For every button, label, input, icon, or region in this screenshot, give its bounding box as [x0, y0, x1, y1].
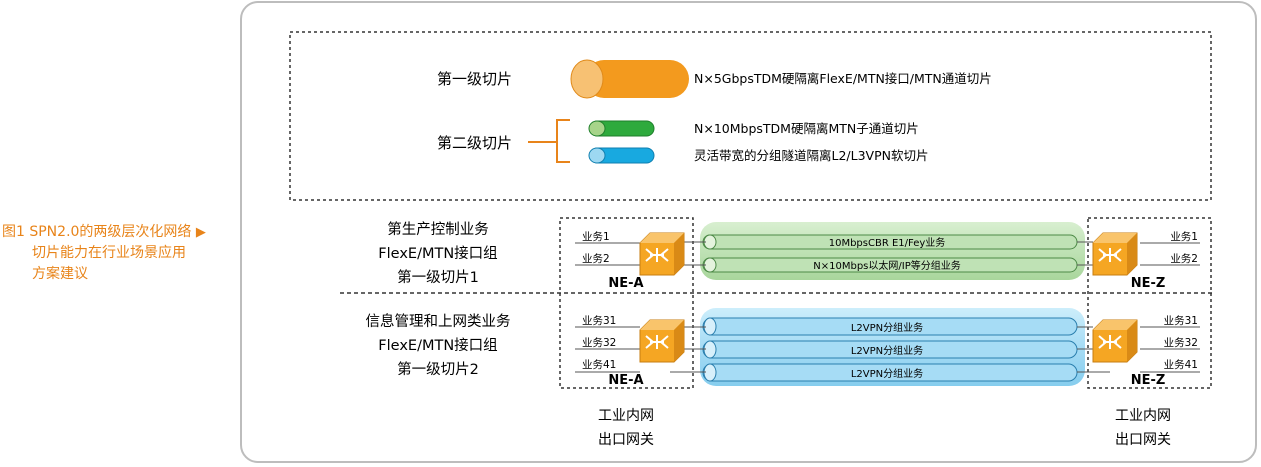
legend-level2-desc-b: 灵活带宽的分组隧道隔离L2/L3VPN软切片 — [694, 148, 929, 163]
group1-ne-z-label: NE-Z — [1131, 276, 1166, 291]
group2-right-service-1: 业务31 — [1164, 314, 1198, 327]
group1-left-lines — [575, 241, 706, 266]
group2-left-lines — [575, 326, 706, 373]
legend-level1-desc: N×5GbpsTDM硬隔离FlexE/MTN接口/MTN通道切片 — [694, 71, 992, 86]
right-gateway-line-2: 出口网关 — [1115, 432, 1171, 448]
group1-left-service-2: 业务2 — [582, 252, 610, 265]
caption-line-1: 图1 SPN2.0的两级层次化网络 — [2, 224, 192, 240]
ne-z-box — [1087, 217, 1212, 389]
left-gateway-line-1: 工业内网 — [598, 408, 654, 424]
group2-title-3: 第一级切片2 — [397, 360, 479, 378]
group1-title-3: 第一级切片1 — [397, 268, 479, 286]
diagram-frame — [240, 1, 1257, 463]
legend-orange-cylinder — [570, 59, 689, 99]
figure-caption: 图1 SPN2.0的两级层次化网络 ▶ 切片能力在行业场景应用 方案建议 — [2, 222, 234, 285]
caption-line-3: 方案建议 — [32, 266, 88, 282]
right-gateway-line-1: 工业内网 — [1115, 408, 1171, 424]
group1-ne-a-label: NE-A — [608, 276, 643, 291]
legend-level1-label: 第一级切片 — [437, 70, 512, 88]
group2-left-service-1: 业务31 — [582, 314, 616, 327]
caption-line-2: 切片能力在行业场景应用 — [32, 245, 186, 261]
legend-box — [289, 31, 1212, 201]
left-gateway-line-2: 出口网关 — [598, 432, 654, 448]
group1-right-service-1: 业务1 — [1170, 230, 1198, 243]
group1-left-service-1: 业务1 — [582, 230, 610, 243]
group2-title-2: FlexE/MTN接口组 — [378, 337, 497, 354]
group2-title-1: 信息管理和上网类业务 — [366, 313, 511, 330]
group1-tube-1-label: 10MbpsCBR E1/Fey业务 — [829, 236, 946, 249]
group1-title-2: FlexE/MTN接口组 — [378, 245, 497, 262]
group1-right-service-2: 业务2 — [1170, 252, 1198, 265]
group2-tube-1-label: L2VPN分组业务 — [851, 321, 923, 334]
group2-tube-3-label: L2VPN分组业务 — [851, 367, 923, 380]
group2-right-service-3: 业务41 — [1164, 358, 1198, 371]
group2-right-service-2: 业务32 — [1164, 336, 1198, 349]
group1-title-1: 第生产控制业务 — [387, 220, 489, 238]
legend-green-cylinder — [588, 120, 655, 137]
group2-left-service-2: 业务32 — [582, 336, 616, 349]
ne-z-router-icon-1 — [1092, 232, 1138, 276]
group2-ne-z-label: NE-Z — [1131, 373, 1166, 388]
ne-a-router-icon-2 — [639, 319, 685, 363]
ne-z-router-icon-2 — [1092, 319, 1138, 363]
group2-ne-a-label: NE-A — [608, 373, 643, 388]
group2-tube-2-label: L2VPN分组业务 — [851, 344, 923, 357]
ne-a-router-icon-1 — [639, 232, 685, 276]
legend-level2-label: 第二级切片 — [437, 134, 512, 152]
legend-level2-desc-a: N×10MbpsTDM硬隔离MTN子通道切片 — [694, 121, 919, 136]
group1-tube-2-label: N×10Mbps以太网/IP等分组业务 — [813, 259, 960, 272]
group1-right-lines — [1077, 241, 1200, 266]
group2-right-lines — [1077, 326, 1200, 373]
caption-arrow-icon: ▶ — [195, 225, 206, 240]
legend-bracket — [528, 119, 570, 163]
group2-left-service-3: 业务41 — [582, 358, 616, 371]
legend-blue-cylinder — [588, 147, 655, 164]
ne-a-box — [559, 217, 694, 389]
